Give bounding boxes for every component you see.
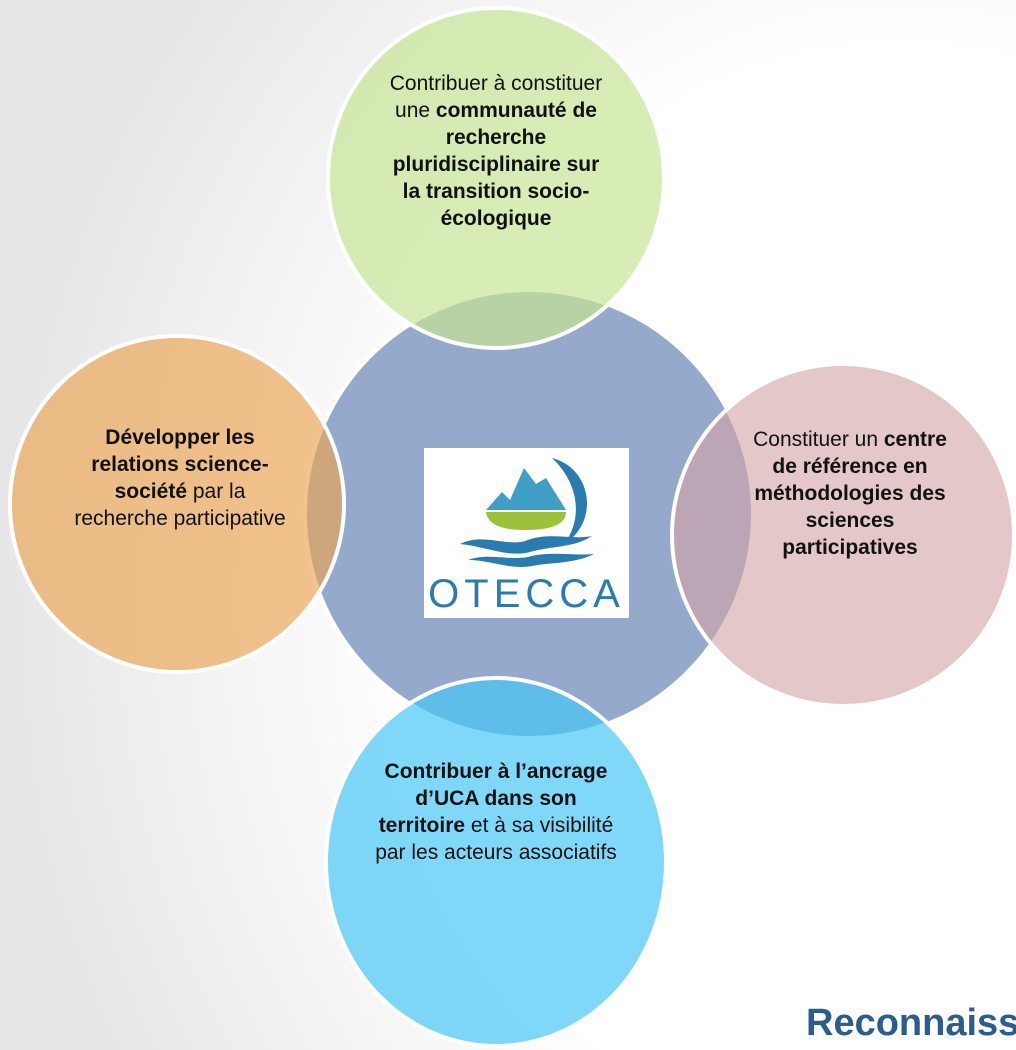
left-text-bold: Développer les relations science-société bbox=[91, 426, 269, 503]
bottom-text-bold: Contribuer à l’ancrage d’UCA dans son te… bbox=[378, 760, 608, 837]
mountain-wave-logo-icon bbox=[460, 458, 594, 567]
top-text-plain: Contribuer à constituer une bbox=[389, 72, 603, 122]
footer-title: Reconnaissan bbox=[806, 1002, 1016, 1044]
logo-text: OTECCA bbox=[428, 572, 625, 616]
right-circle-text: Constituer un centre de référence en mét… bbox=[740, 426, 960, 561]
otecca-logo: OTECCA bbox=[424, 448, 629, 618]
top-circle bbox=[326, 6, 666, 350]
top-circle-text: Contribuer à constituer une communauté d… bbox=[386, 70, 606, 232]
right-text-bold: centre de référence en méthodologies des… bbox=[754, 428, 947, 559]
right-text-plain: Constituer un bbox=[753, 428, 879, 451]
bottom-circle bbox=[324, 676, 668, 1048]
left-circle bbox=[8, 334, 346, 674]
bottom-text-after: et à sa visibilité par les acteurs assoc… bbox=[375, 814, 617, 864]
left-text-after: par la recherche participative bbox=[74, 480, 286, 530]
right-circle bbox=[670, 362, 1016, 708]
left-circle-text: Développer les relations science-société… bbox=[70, 424, 290, 532]
top-text-bold: communauté de recherche pluridisciplinai… bbox=[392, 99, 600, 230]
bottom-circle-text: Contribuer à l’ancrage d’UCA dans son te… bbox=[374, 758, 618, 866]
